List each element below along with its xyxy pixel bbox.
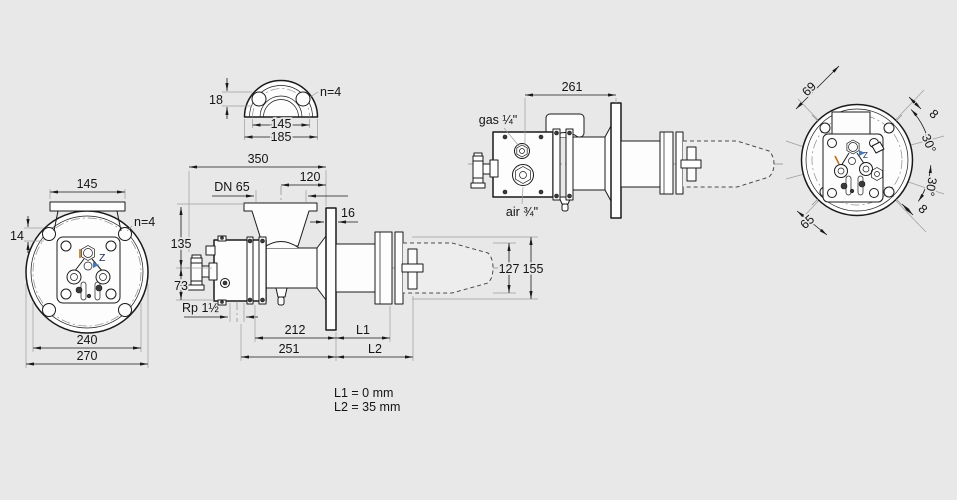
label-hole-count: n=4: [134, 215, 155, 229]
dim-69: 69: [799, 79, 819, 99]
dim-8-bottom: 8: [915, 202, 930, 217]
dim-neck-145: 145: [77, 177, 98, 191]
dim-L2: L2: [368, 342, 382, 356]
dim-251: 251: [279, 342, 300, 356]
bolt-hole: [883, 186, 895, 198]
mark-z: Z: [863, 151, 868, 160]
view-side-main: 350 120 DN 65 16 135 73 Rp 1½: [169, 152, 545, 361]
terminal-box: [831, 111, 871, 135]
mark-z: Z: [99, 252, 106, 264]
bolt: [95, 284, 103, 292]
burner-nozzle: [683, 140, 775, 188]
dim-bolt-circle-240: 240: [77, 333, 98, 347]
dim-overall-350: 350: [248, 152, 269, 166]
notes: L1 = 0 mm L2 = 35 mm: [334, 386, 400, 414]
dim-hub-155: 155: [523, 262, 544, 276]
dim-height-135: 135: [171, 237, 192, 251]
bolt-hole: [118, 227, 132, 241]
bolt: [75, 286, 83, 294]
mounting-flange-plate: [610, 102, 622, 219]
dim-flange-thk-16: 16: [341, 206, 355, 220]
burner-housing: [213, 239, 267, 302]
dim-outer-270: 270: [77, 349, 98, 363]
bolt-hole: [251, 91, 267, 107]
view-flange-front: Z 145 14 n=4 240 270: [10, 177, 155, 368]
gas-nipple: [871, 141, 885, 154]
dim-height-73: 73: [174, 279, 188, 293]
dim-8-top: 8: [926, 107, 941, 122]
view-rear: Z 69 8 30° 30° 8 65: [785, 65, 945, 236]
hex-nut: [846, 139, 860, 155]
dim-cl-flange-120: 120: [300, 170, 321, 184]
label-rp-thread: Rp 1½: [182, 301, 219, 315]
note-l1: L1 = 0 mm: [334, 386, 393, 400]
bolt-hole: [295, 91, 311, 107]
label-air-connection: air ¾": [506, 205, 538, 219]
dim-212: 212: [285, 323, 306, 337]
bolt-hole: [819, 122, 831, 134]
dim-bolt-circle-145: 145: [271, 117, 292, 131]
view-side-rotated: 261 gas ¼" air ¾": [468, 80, 786, 219]
dim-261: 261: [562, 80, 583, 94]
hex-nut: [81, 245, 95, 261]
dim-tube-127: 127: [499, 262, 520, 276]
dim-width-185: 185: [271, 130, 292, 144]
dim-hole-14: 14: [10, 229, 24, 243]
dim-angle-30-top: 30°: [919, 132, 939, 155]
dim-hole-18: 18: [209, 93, 223, 107]
bolt-hole: [42, 303, 56, 317]
label-hole-count: n=4: [320, 85, 341, 99]
ignition-arrow: [93, 262, 99, 268]
bolt-hole: [118, 303, 132, 317]
label-dn65: DN 65: [214, 180, 249, 194]
air-nipple: [871, 167, 883, 181]
dim-angle-30-bottom: 30°: [922, 176, 939, 197]
ignition-arrow: [859, 150, 865, 156]
ionisation-mark: [834, 155, 840, 165]
burner-nozzle: [403, 242, 494, 294]
dim-65: 65: [797, 212, 817, 232]
burner-back-plate: [822, 133, 884, 203]
bolt-hole: [883, 122, 895, 134]
bolt-hole: [42, 227, 56, 241]
view-flange-top: 18 145 185 n=4: [209, 78, 341, 146]
dim-L1: L1: [356, 323, 370, 337]
label-gas-connection: gas ¼": [479, 113, 518, 127]
note-l2: L2 = 35 mm: [334, 400, 400, 414]
mounting-flange-plate: [325, 207, 337, 331]
